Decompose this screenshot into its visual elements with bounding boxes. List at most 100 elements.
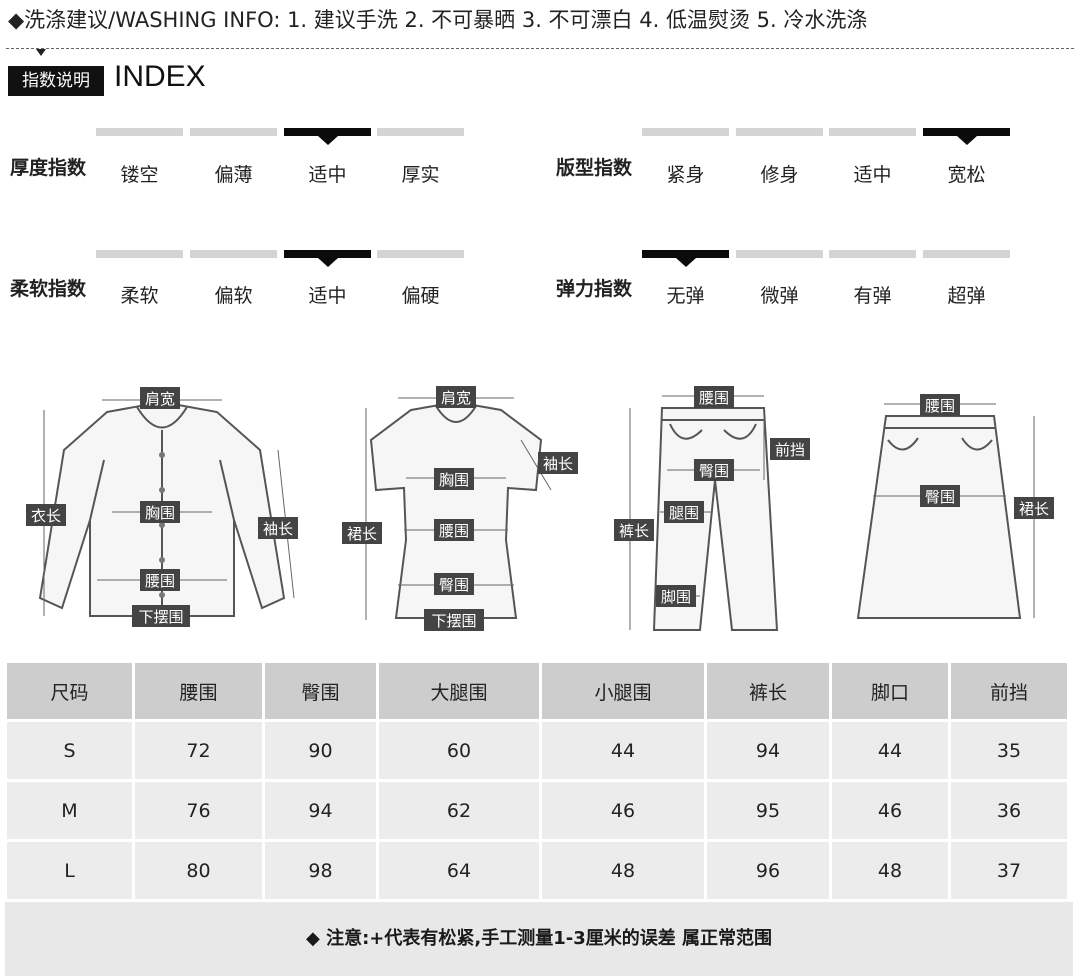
washing-info: ◆洗涤建议/WASHING INFO: 1. 建议手洗 2. 不可暴晒 3. 不…	[8, 8, 868, 32]
size-table: 尺码 腰围 臀围 大腿围 小腿围 裤长 脚口 前挡 S 72 90 60 44 …	[4, 660, 1070, 902]
pants-label-rise: 前挡	[775, 442, 805, 459]
table-cell: 98	[265, 842, 376, 899]
table-cell: 76	[135, 782, 262, 839]
indicator-option: 偏软	[214, 285, 253, 307]
shirt-diagram: 肩宽 衣长 胸围 袖长 腰围 下摆围	[22, 380, 302, 630]
dress-label-chest: 胸围	[439, 472, 469, 489]
indicator-option: 修身	[760, 164, 799, 186]
indicator-option-selected: 适中	[308, 285, 347, 307]
table-header-cell: 裤长	[707, 663, 829, 719]
indicator-bar-thickness-1	[190, 128, 277, 136]
table-cell: 60	[379, 722, 539, 779]
pants-label-thigh: 腿围	[669, 505, 699, 522]
skirt-label-length: 裙长	[1019, 501, 1049, 518]
table-cell: 62	[379, 782, 539, 839]
table-cell: 36	[951, 782, 1067, 839]
table-cell: 96	[707, 842, 829, 899]
dress-diagram: 肩宽 袖长 胸围 裙长 腰围 臀围 下摆围	[336, 380, 586, 635]
indicator-bar-softness-2	[284, 250, 371, 267]
table-cell: 44	[542, 722, 704, 779]
pants-label-length: 裤长	[619, 523, 649, 540]
indicator-bar-elasticity-1	[736, 250, 823, 258]
table-cell: 46	[542, 782, 704, 839]
table-cell: 94	[265, 782, 376, 839]
indicator-label-thickness: 厚度指数	[10, 157, 87, 179]
indicator-option: 镂空	[120, 164, 159, 186]
indicator-option: 有弹	[853, 285, 892, 307]
table-cell: 94	[707, 722, 829, 779]
indicator-option: 适中	[853, 164, 892, 186]
table-header-row: 尺码 腰围 臀围 大腿围 小腿围 裤长 脚口 前挡	[7, 663, 1067, 719]
table-cell: 64	[379, 842, 539, 899]
indicator-bar-elasticity-0	[642, 250, 729, 267]
table-cell: 72	[135, 722, 262, 779]
indicator-label-fit: 版型指数	[556, 157, 633, 179]
indicator-bar-fit-3	[923, 128, 1010, 145]
table-cell: 37	[951, 842, 1067, 899]
indicator-bar-fit-1	[736, 128, 823, 136]
dress-label-waist: 腰围	[439, 523, 469, 540]
table-header-cell: 脚口	[832, 663, 948, 719]
index-title: INDEX	[114, 60, 206, 93]
table-cell: M	[7, 782, 132, 839]
table-row: M 76 94 62 46 95 46 36	[7, 782, 1067, 839]
table-cell: S	[7, 722, 132, 779]
indicator-option: 偏薄	[214, 164, 253, 186]
skirt-diagram: 腰围 臀围 裙长	[848, 380, 1063, 630]
indicator-bar-thickness-2	[284, 128, 371, 145]
dress-label-length: 裙长	[347, 526, 377, 543]
table-row: L 80 98 64 48 96 48 37	[7, 842, 1067, 899]
indicator-label-softness: 柔软指数	[10, 278, 87, 300]
indicator-bar-softness-1	[190, 250, 277, 258]
pants-label-waist: 腰围	[699, 390, 729, 407]
indicator-option: 厚实	[401, 164, 440, 186]
dress-label-hip: 臀围	[439, 577, 469, 594]
shirt-label-waist: 腰围	[145, 573, 175, 590]
shirt-label-hem: 下摆围	[138, 609, 183, 626]
indicator-bar-fit-0	[642, 128, 729, 136]
table-cell: L	[7, 842, 132, 899]
dress-label-hem: 下摆围	[431, 613, 476, 630]
measurement-note: ◆ 注意:+代表有松紧,手工测量1-3厘米的误差 属正常范围	[5, 902, 1073, 976]
table-cell: 95	[707, 782, 829, 839]
table-cell: 35	[951, 722, 1067, 779]
indicator-bar-elasticity-2	[829, 250, 916, 258]
table-header-cell: 前挡	[951, 663, 1067, 719]
indicator-option: 偏硬	[401, 285, 440, 307]
index-badge: 指数说明	[8, 66, 104, 96]
table-header-cell: 大腿围	[379, 663, 539, 719]
indicator-bar-elasticity-3	[923, 250, 1010, 258]
table-cell: 48	[542, 842, 704, 899]
table-header-cell: 臀围	[265, 663, 376, 719]
indicator-label-elasticity: 弹力指数	[556, 278, 633, 300]
indicator-option-selected: 无弹	[666, 285, 705, 307]
pants-diagram: 腰围 前挡 臀围 腿围 裤长 脚围	[612, 380, 817, 635]
dashed-divider	[6, 48, 1074, 49]
skirt-label-waist: 腰围	[925, 398, 955, 415]
shirt-label-chest: 胸围	[145, 505, 175, 522]
indicator-option: 柔软	[120, 285, 159, 307]
dress-label-shoulder: 肩宽	[441, 390, 471, 407]
table-row: S 72 90 60 44 94 44 35	[7, 722, 1067, 779]
pants-label-foot: 脚围	[661, 589, 691, 606]
table-cell: 90	[265, 722, 376, 779]
divider-pointer-icon	[36, 49, 46, 56]
indicator-option-selected: 宽松	[947, 164, 986, 186]
skirt-label-hip: 臀围	[925, 489, 955, 506]
table-cell: 44	[832, 722, 948, 779]
indicator-option: 紧身	[666, 164, 705, 186]
indicator-bar-thickness-3	[377, 128, 464, 136]
table-header-cell: 尺码	[7, 663, 132, 719]
indicator-bar-fit-2	[829, 128, 916, 136]
indicator-option: 微弹	[760, 285, 799, 307]
indicator-option: 超弹	[947, 285, 986, 307]
table-cell: 46	[832, 782, 948, 839]
dress-label-sleeve: 袖长	[543, 456, 573, 473]
table-header-cell: 小腿围	[542, 663, 704, 719]
table-cell: 48	[832, 842, 948, 899]
shirt-label-sleeve: 袖长	[263, 521, 293, 538]
indicator-bar-thickness-0	[96, 128, 183, 136]
table-cell: 80	[135, 842, 262, 899]
indicator-option-selected: 适中	[308, 164, 347, 186]
shirt-label-length: 衣长	[31, 508, 61, 525]
